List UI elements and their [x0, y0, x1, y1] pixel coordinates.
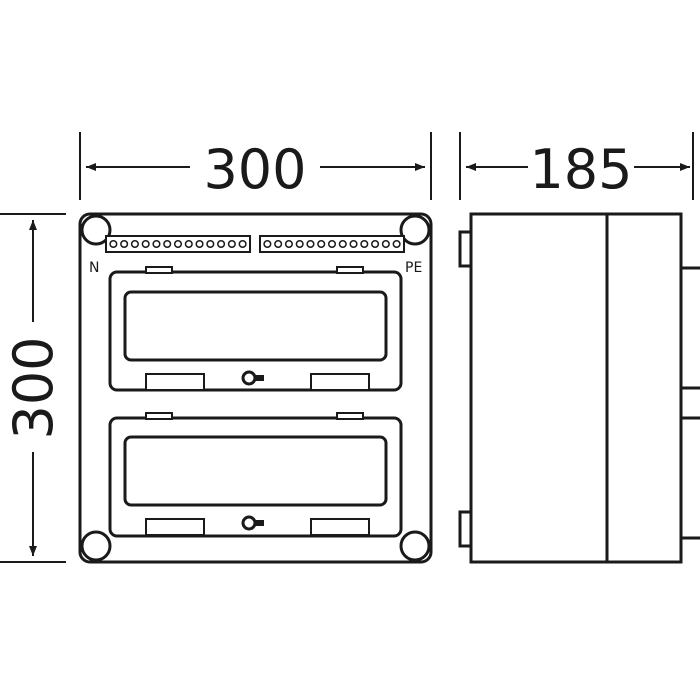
- bottom-tab: [310, 518, 370, 536]
- cable-entry-lower: [679, 416, 700, 540]
- terminal-screw-icon: [295, 239, 304, 249]
- pe-terminal-strip: [259, 235, 405, 253]
- terminal-screw-icon: [317, 239, 326, 249]
- din-window: [123, 290, 388, 362]
- terminal-screw-icon: [109, 239, 118, 249]
- terminal-screw-icon: [173, 239, 183, 249]
- terminal-screw-icon: [327, 239, 337, 249]
- lock-icon: [241, 515, 264, 531]
- top-latch: [145, 266, 173, 274]
- upper-module-row: [108, 266, 403, 392]
- din-window: [123, 435, 388, 507]
- terminal-screw-icon: [371, 239, 380, 249]
- lower-module-row: [108, 412, 403, 538]
- terminal-screw-icon: [152, 239, 161, 249]
- terminal-screw-icon: [274, 239, 283, 249]
- side-depth-dimension: 185: [459, 132, 694, 201]
- bottom-tab: [145, 373, 205, 391]
- neutral-label: N: [89, 260, 99, 276]
- terminal-screw-icon: [360, 239, 369, 249]
- lock-icon: [241, 370, 264, 386]
- terminal-screw-icon: [381, 239, 390, 249]
- terminal-screw-icon: [238, 239, 247, 249]
- bottom-tab: [145, 518, 205, 536]
- terminal-screw-icon: [217, 239, 226, 249]
- top-latch: [145, 412, 173, 420]
- terminal-screw-icon: [392, 239, 401, 249]
- terminal-screw-icon: [306, 239, 315, 249]
- neutral-terminal-strip: [105, 235, 251, 253]
- front-width-value: 300: [203, 138, 306, 201]
- enclosure-side-outline: [469, 212, 683, 564]
- terminal-screw-icon: [195, 239, 204, 249]
- pe-label: PE: [405, 260, 422, 276]
- corner-screw-icon: [399, 530, 431, 562]
- corner-screw-icon: [399, 214, 431, 246]
- terminal-screw-icon: [284, 239, 293, 249]
- terminal-screw-icon: [227, 239, 236, 249]
- side-view: [458, 212, 700, 564]
- side-depth-value: 185: [529, 138, 632, 201]
- front-width-dimension: 300: [79, 132, 432, 201]
- terminal-screw-icon: [130, 239, 139, 249]
- terminal-screw-icon: [206, 239, 215, 249]
- front-height-value: 300: [2, 336, 65, 439]
- terminal-screw-icon: [184, 239, 193, 249]
- bottom-tab: [310, 373, 370, 391]
- terminal-screw-icon: [349, 239, 358, 249]
- terminal-screw-icon: [338, 239, 347, 249]
- front-view: N PE: [78, 212, 433, 564]
- front-height-dimension: 300: [0, 213, 66, 563]
- cable-entry-upper: [679, 266, 700, 390]
- terminal-screw-icon: [120, 239, 129, 249]
- terminal-screw-icon: [163, 239, 172, 249]
- terminal-screw-icon: [141, 239, 150, 249]
- top-latch: [336, 266, 364, 274]
- terminal-screw-icon: [263, 239, 272, 249]
- corner-screw-icon: [80, 214, 112, 246]
- top-latch: [336, 412, 364, 420]
- corner-screw-icon: [80, 530, 112, 562]
